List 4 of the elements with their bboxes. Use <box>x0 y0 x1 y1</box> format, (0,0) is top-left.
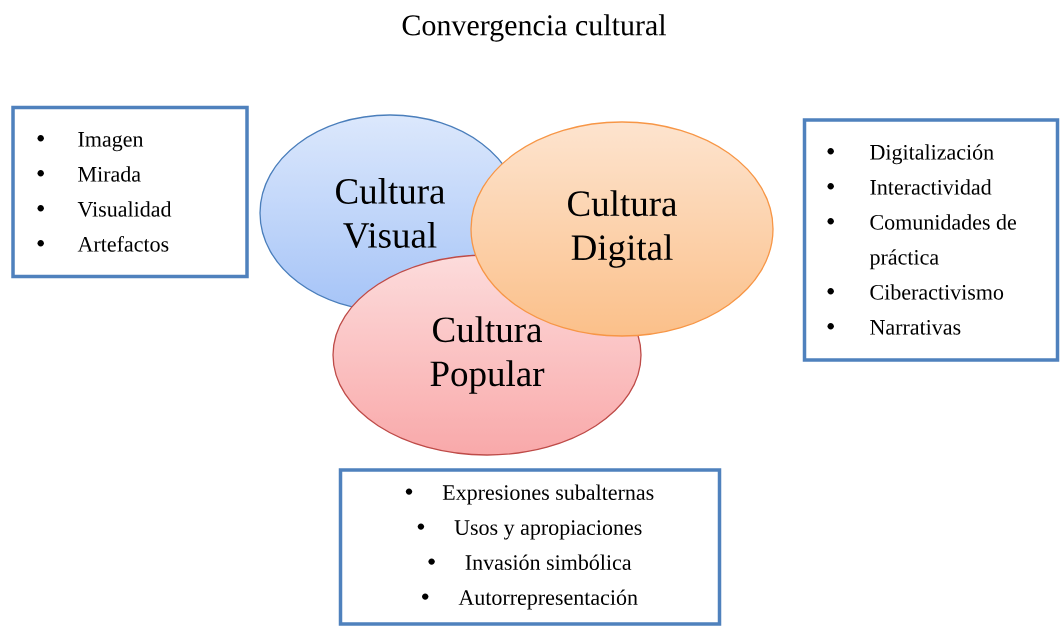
list-box: Expresiones subalternas Usos y apropiaciones Invasión simbólica Autorrepresentación <box>338 468 722 626</box>
list-box: Digitalización Interactividad Comunidades de práctica Ciberactivismo Narrativas <box>802 118 1060 362</box>
list-box: Imagen Mirada Visualidad Artefactos <box>11 105 249 279</box>
title: Convergencia cultural <box>402 14 666 42</box>
